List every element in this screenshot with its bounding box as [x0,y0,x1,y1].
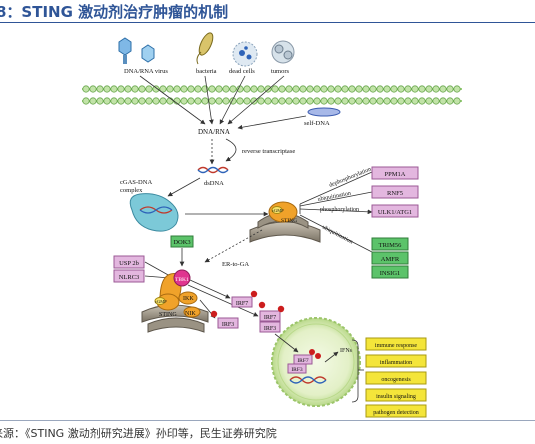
trim56-box [371,237,409,251]
dead-cells-icon [232,41,258,67]
outcome-insulin-signaling: insulin signaling [376,394,416,400]
regulator-lines [299,171,373,253]
dsdna-label: dsDNA [204,180,224,187]
nucleus [271,317,361,407]
usp2b-box [113,255,145,269]
sting-label-lower: STING [159,312,177,318]
usp2b-label: USP 2b [119,260,139,267]
self-dna-arrow [237,115,307,130]
outcome-box-2 [365,354,427,368]
tbk1-label: TBK1 [175,277,189,283]
er-to-ga-label: ER-to-GA [222,261,249,268]
footer-divider [0,420,535,421]
er-to-ga-arrow [204,229,263,263]
outcome-oncogenesis: oncogenesis [381,377,411,383]
dead-cells-label: dead cells [229,68,255,75]
ubiquitination-label-2: ubiquitination [321,224,354,245]
pathogen-arrows [139,75,285,125]
dephosphorylation-label: dephosphorylation [329,167,373,189]
amfr-label: AMFR [381,256,400,263]
sting-mechanism-diagram: DNA/RNA virus bacteria dead cells tumors… [82,32,462,418]
cgamp-label-lower: cGMP [155,299,167,304]
irf7-label-a: IRF7 [236,301,248,307]
sting-label-upper: STING [281,218,297,224]
irf3-label-a: IRF3 [222,322,234,328]
self-dna-icon [307,107,341,117]
insig1-label: INSIG1 [380,270,401,277]
nuclear-irf [287,349,327,384]
ulk1-box [371,204,419,218]
irf3-label-b: IRF3 [264,326,276,332]
amfr-box [371,251,409,265]
bacteria-label: bacteria [196,68,217,75]
dok3-label: DOK3 [173,239,190,246]
rnf5-label: RNF5 [387,190,403,197]
bacteria-icon [196,32,214,65]
virus-label: DNA/RNA virus [124,68,168,75]
cgas-complex-icon [129,193,179,232]
self-dna-label: self-DNA [304,120,330,127]
outcome-box-4 [365,388,427,402]
cgamp-label-upper: cGMP [272,208,284,213]
outcome-pathogen-detection: pathogen detection [373,410,418,416]
ulk1-label: ULK1/ATG1 [378,209,412,216]
cell-membrane [82,85,462,105]
insig1-box [371,265,409,279]
phosphorylation-label: phosphorylation [320,207,359,213]
ppm1a-label: PPM1A [385,171,406,178]
virus-icon [118,37,155,64]
nlrc3-box [113,269,145,283]
outcome-box-1 [365,337,427,351]
regulators-right: PPM1A RNF5 ULK1/ATG1 [371,166,419,218]
dna-rna-label: DNA/RNA [198,128,230,136]
sting-er-upper [249,201,321,243]
ifns-label: IFNs [340,348,353,354]
dok3-box [170,235,194,248]
ubiquitination-label-1: ubiquitination [317,191,351,203]
ppm1a-box [371,166,419,180]
sting-golgi-lower [141,269,209,333]
outcome-box-3 [365,371,427,385]
ifns-arrow [324,351,339,363]
trim56-label: TRIM56 [379,242,403,249]
irf3-label-nuc: IRF3 [291,367,303,373]
nlrc3-label: NLRC3 [119,274,140,281]
nik-label: NIK [185,311,196,317]
regulators-green: TRIM56 AMFR INSIG1 [371,237,409,279]
outcome-box-5 [365,404,427,418]
rnf5-box [371,185,419,199]
page-title: 8：STING 激动剂治疗肿瘤的机制 [0,3,229,21]
tumors-label: tumors [271,68,290,75]
irf7-label-b: IRF7 [264,315,276,321]
title-bar: 8：STING 激动剂治疗肿瘤的机制 [0,0,535,23]
left-inhibition-lines [144,261,171,279]
irf-to-nucleus-arrow [274,333,299,353]
cgas-complex-label-1: cGAS-DNA [120,179,152,186]
cgas-complex-label-2: complex [120,187,143,194]
outcome-inflammation: inflammation [380,359,412,366]
reverse-transcriptase-arrow [225,138,237,162]
dsdna-icon [197,166,229,174]
dsdna-to-cgas-arrow [167,177,201,197]
source-note: 来源：《STING 激动剂研究进展》孙印等，民生证券研究院 [0,427,277,440]
reverse-transcriptase-label: reverse transcriptase [242,148,295,155]
outcome-immune-response: immune response [375,343,417,349]
outcome-bracket [351,339,359,403]
irf7-label-nuc: IRF7 [297,358,309,364]
outcomes: immune response inflammation oncogenesis… [365,337,427,418]
tumors-icon [271,40,295,64]
ikk-label: IKK [183,296,194,302]
irf-boxes [210,290,285,333]
